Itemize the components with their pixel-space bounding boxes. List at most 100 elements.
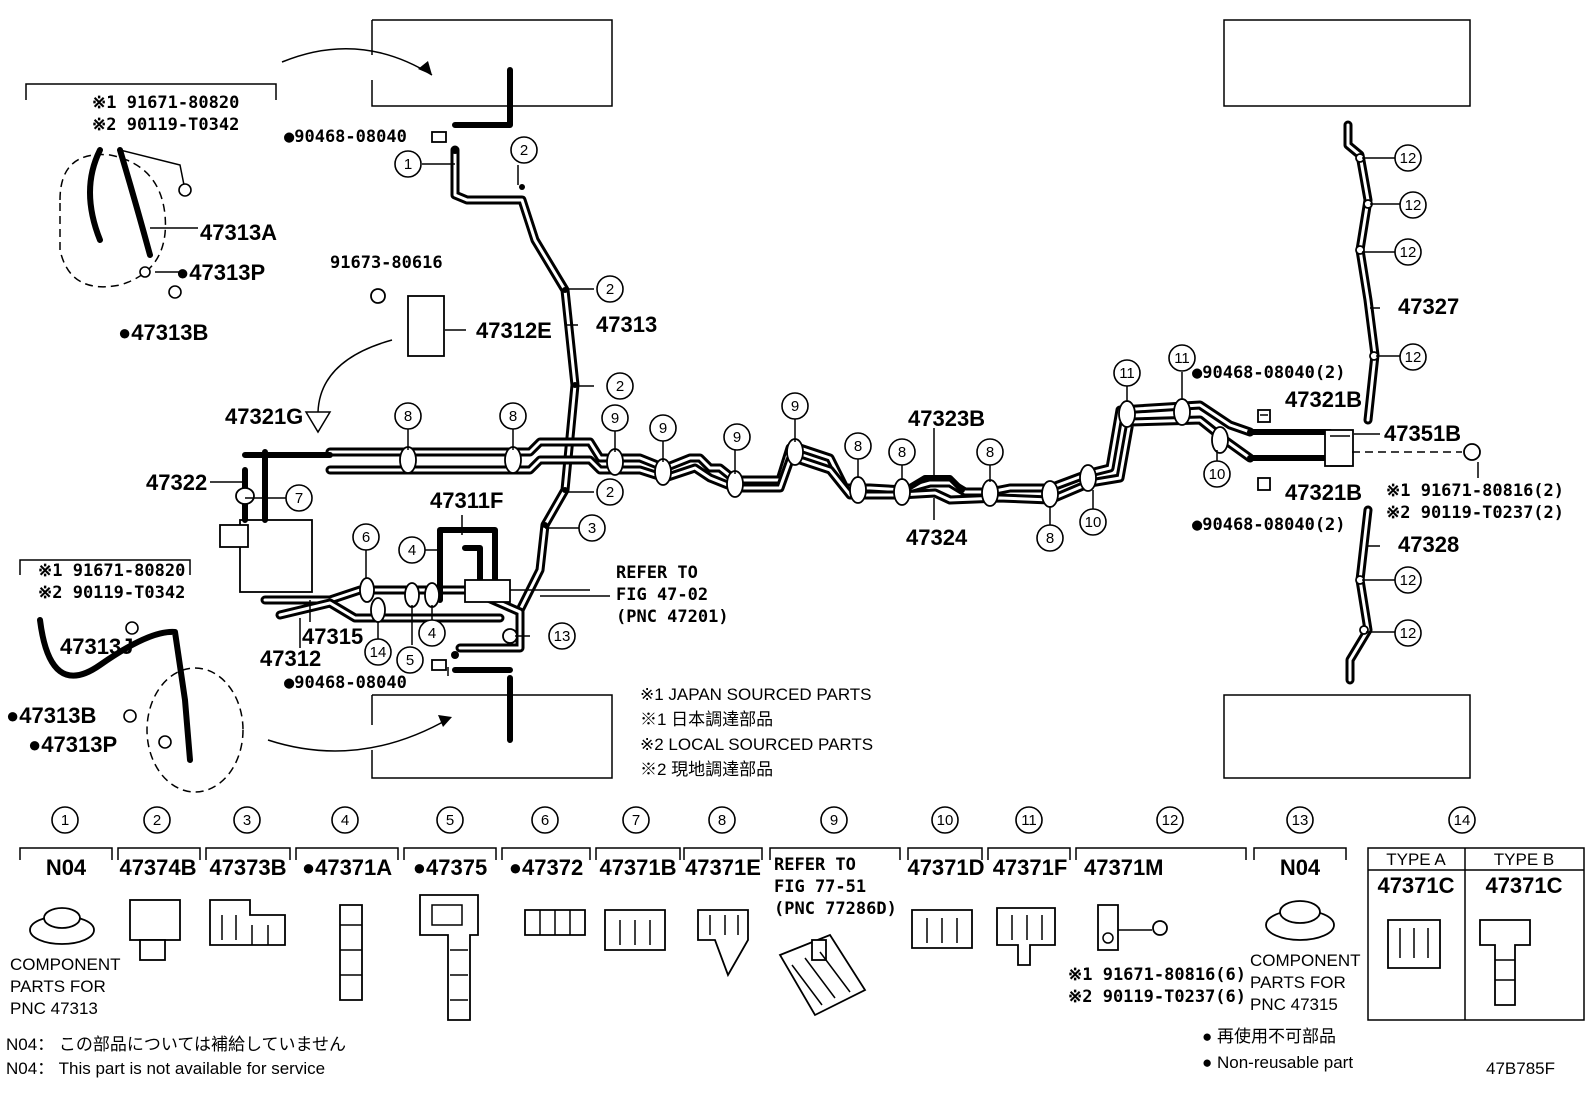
- catalog-code: 47371F: [993, 855, 1068, 880]
- svg-text:12: 12: [1405, 197, 1422, 214]
- clamp-icon: [911, 909, 973, 949]
- svg-text:2: 2: [153, 812, 161, 829]
- type-a-label: TYPE A: [1386, 850, 1446, 869]
- clip-5: [404, 582, 420, 608]
- svg-text:14: 14: [370, 644, 387, 661]
- clamp-icon: [419, 894, 479, 1021]
- part-label: 47312: [260, 646, 321, 671]
- part-label: 47322: [146, 470, 207, 495]
- leader-lines: [210, 157, 1479, 676]
- svg-text:8: 8: [509, 408, 517, 425]
- svg-text:7: 7: [295, 490, 303, 507]
- catalog-callout-10: 10: [931, 806, 959, 834]
- catalog-callout-3: 3: [233, 806, 261, 834]
- svg-text:8: 8: [854, 438, 862, 455]
- callout-3: 3: [578, 514, 606, 542]
- svg-text:5: 5: [406, 652, 414, 669]
- catalog-code: 47371D: [907, 855, 984, 880]
- part-label: ●90468-08040(2): [1192, 363, 1346, 383]
- clamp-icon: [524, 909, 586, 936]
- footnote-line: ● 再使用不可部品: [1202, 1026, 1336, 1046]
- clip-8: [1041, 480, 1059, 508]
- callout-12: 12: [1399, 191, 1427, 219]
- svg-text:14: 14: [1454, 812, 1471, 829]
- clip-9: [654, 458, 672, 486]
- svg-text:12: 12: [1405, 349, 1422, 366]
- svg-text:1: 1: [404, 156, 412, 173]
- fitting-icon: [431, 659, 447, 671]
- callout-9: 9: [781, 392, 809, 420]
- catalog-code: 47371C: [1377, 873, 1454, 898]
- callout-9: 9: [649, 414, 677, 442]
- clip-14: [370, 597, 386, 623]
- fitting-icon: [1257, 477, 1271, 491]
- clamp-icon: [129, 899, 181, 961]
- callout-8: 8: [499, 402, 527, 430]
- svg-text:11: 11: [1021, 812, 1037, 829]
- svg-text:12: 12: [1400, 150, 1417, 167]
- callout-9: 9: [723, 423, 751, 451]
- catalog-code: N04: [1280, 855, 1321, 880]
- note-line: ※1 91671-80820: [92, 93, 239, 113]
- svg-text:9: 9: [659, 420, 667, 437]
- catalog-callout-2: 2: [143, 806, 171, 834]
- clip-9: [726, 470, 744, 498]
- legend-line: ※2 LOCAL SOURCED PARTS: [640, 735, 873, 754]
- clip-10: [1211, 426, 1229, 454]
- grommet-icon: [29, 907, 95, 945]
- clamp-icon: [1387, 919, 1441, 969]
- callout-14: 14: [364, 638, 392, 666]
- footnote-line: N04： この部品については補給していません: [6, 1035, 346, 1054]
- part-label: 47328: [1398, 532, 1459, 557]
- footnote-line: N04： This part is not available for serv…: [6, 1059, 325, 1078]
- svg-text:8: 8: [404, 408, 412, 425]
- part-labels: ●90468-08040 ●90468-08040 ●90468-08040(2…: [6, 93, 1564, 757]
- callout-8: 8: [888, 438, 916, 466]
- part-label: ●47313B: [6, 703, 96, 728]
- svg-text:13: 13: [554, 628, 571, 645]
- svg-text:4: 4: [408, 542, 416, 559]
- part-label: 47321B: [1285, 387, 1362, 412]
- part-label: 47323B: [908, 406, 985, 431]
- note-line: ※2 90119-T0342: [92, 115, 239, 135]
- part-label: ●47313P: [28, 732, 117, 757]
- callout-8: 8: [976, 438, 1004, 466]
- svg-text:2: 2: [616, 378, 624, 395]
- detail-47313A-group: [25, 83, 277, 299]
- part-label: 47327: [1398, 294, 1459, 319]
- callout-9: 9: [601, 404, 629, 432]
- part-label: 47321G: [225, 404, 303, 429]
- legend-line: ※1 日本調達部品: [640, 710, 773, 729]
- grommet-13: [502, 628, 518, 644]
- part-label: 47351B: [1384, 421, 1461, 446]
- svg-text:4: 4: [341, 812, 349, 829]
- refer-line: REFER TO: [616, 563, 698, 583]
- svg-text:12: 12: [1400, 244, 1417, 261]
- part-label: ●90468-08040(2): [1192, 515, 1346, 535]
- svg-text:1: 1: [61, 812, 69, 829]
- svg-text:9: 9: [830, 812, 838, 829]
- catalog-callout-8: 8: [708, 806, 736, 834]
- svg-text:6: 6: [541, 812, 549, 829]
- bracket-icon: [407, 295, 445, 357]
- clamp-icon: [604, 909, 666, 951]
- catalog-callout-1: 1: [51, 806, 79, 834]
- detail-47313J-group: [19, 559, 244, 793]
- catalog-sub: (PNC 77286D): [774, 899, 897, 919]
- catalog-sub: FIG 77-51: [774, 877, 866, 897]
- catalog-code: 47374B: [119, 855, 196, 880]
- svg-text:6: 6: [362, 529, 370, 546]
- catalog-callout-11: 11: [1015, 806, 1043, 834]
- callout-8: 8: [1036, 524, 1064, 552]
- clip-8: [504, 446, 522, 474]
- catalog-sub: ※2 90119-T0237(6): [1068, 987, 1246, 1007]
- callout-5: 5: [396, 646, 424, 674]
- part-label: 47321B: [1285, 480, 1362, 505]
- clip-9: [606, 448, 624, 476]
- catalog-code: REFER TO: [774, 855, 856, 875]
- callout-4: 4: [418, 619, 446, 647]
- bolt-icon: [1152, 920, 1168, 936]
- catalog-callout-9: 9: [820, 806, 848, 834]
- clamp-icon: [209, 899, 286, 946]
